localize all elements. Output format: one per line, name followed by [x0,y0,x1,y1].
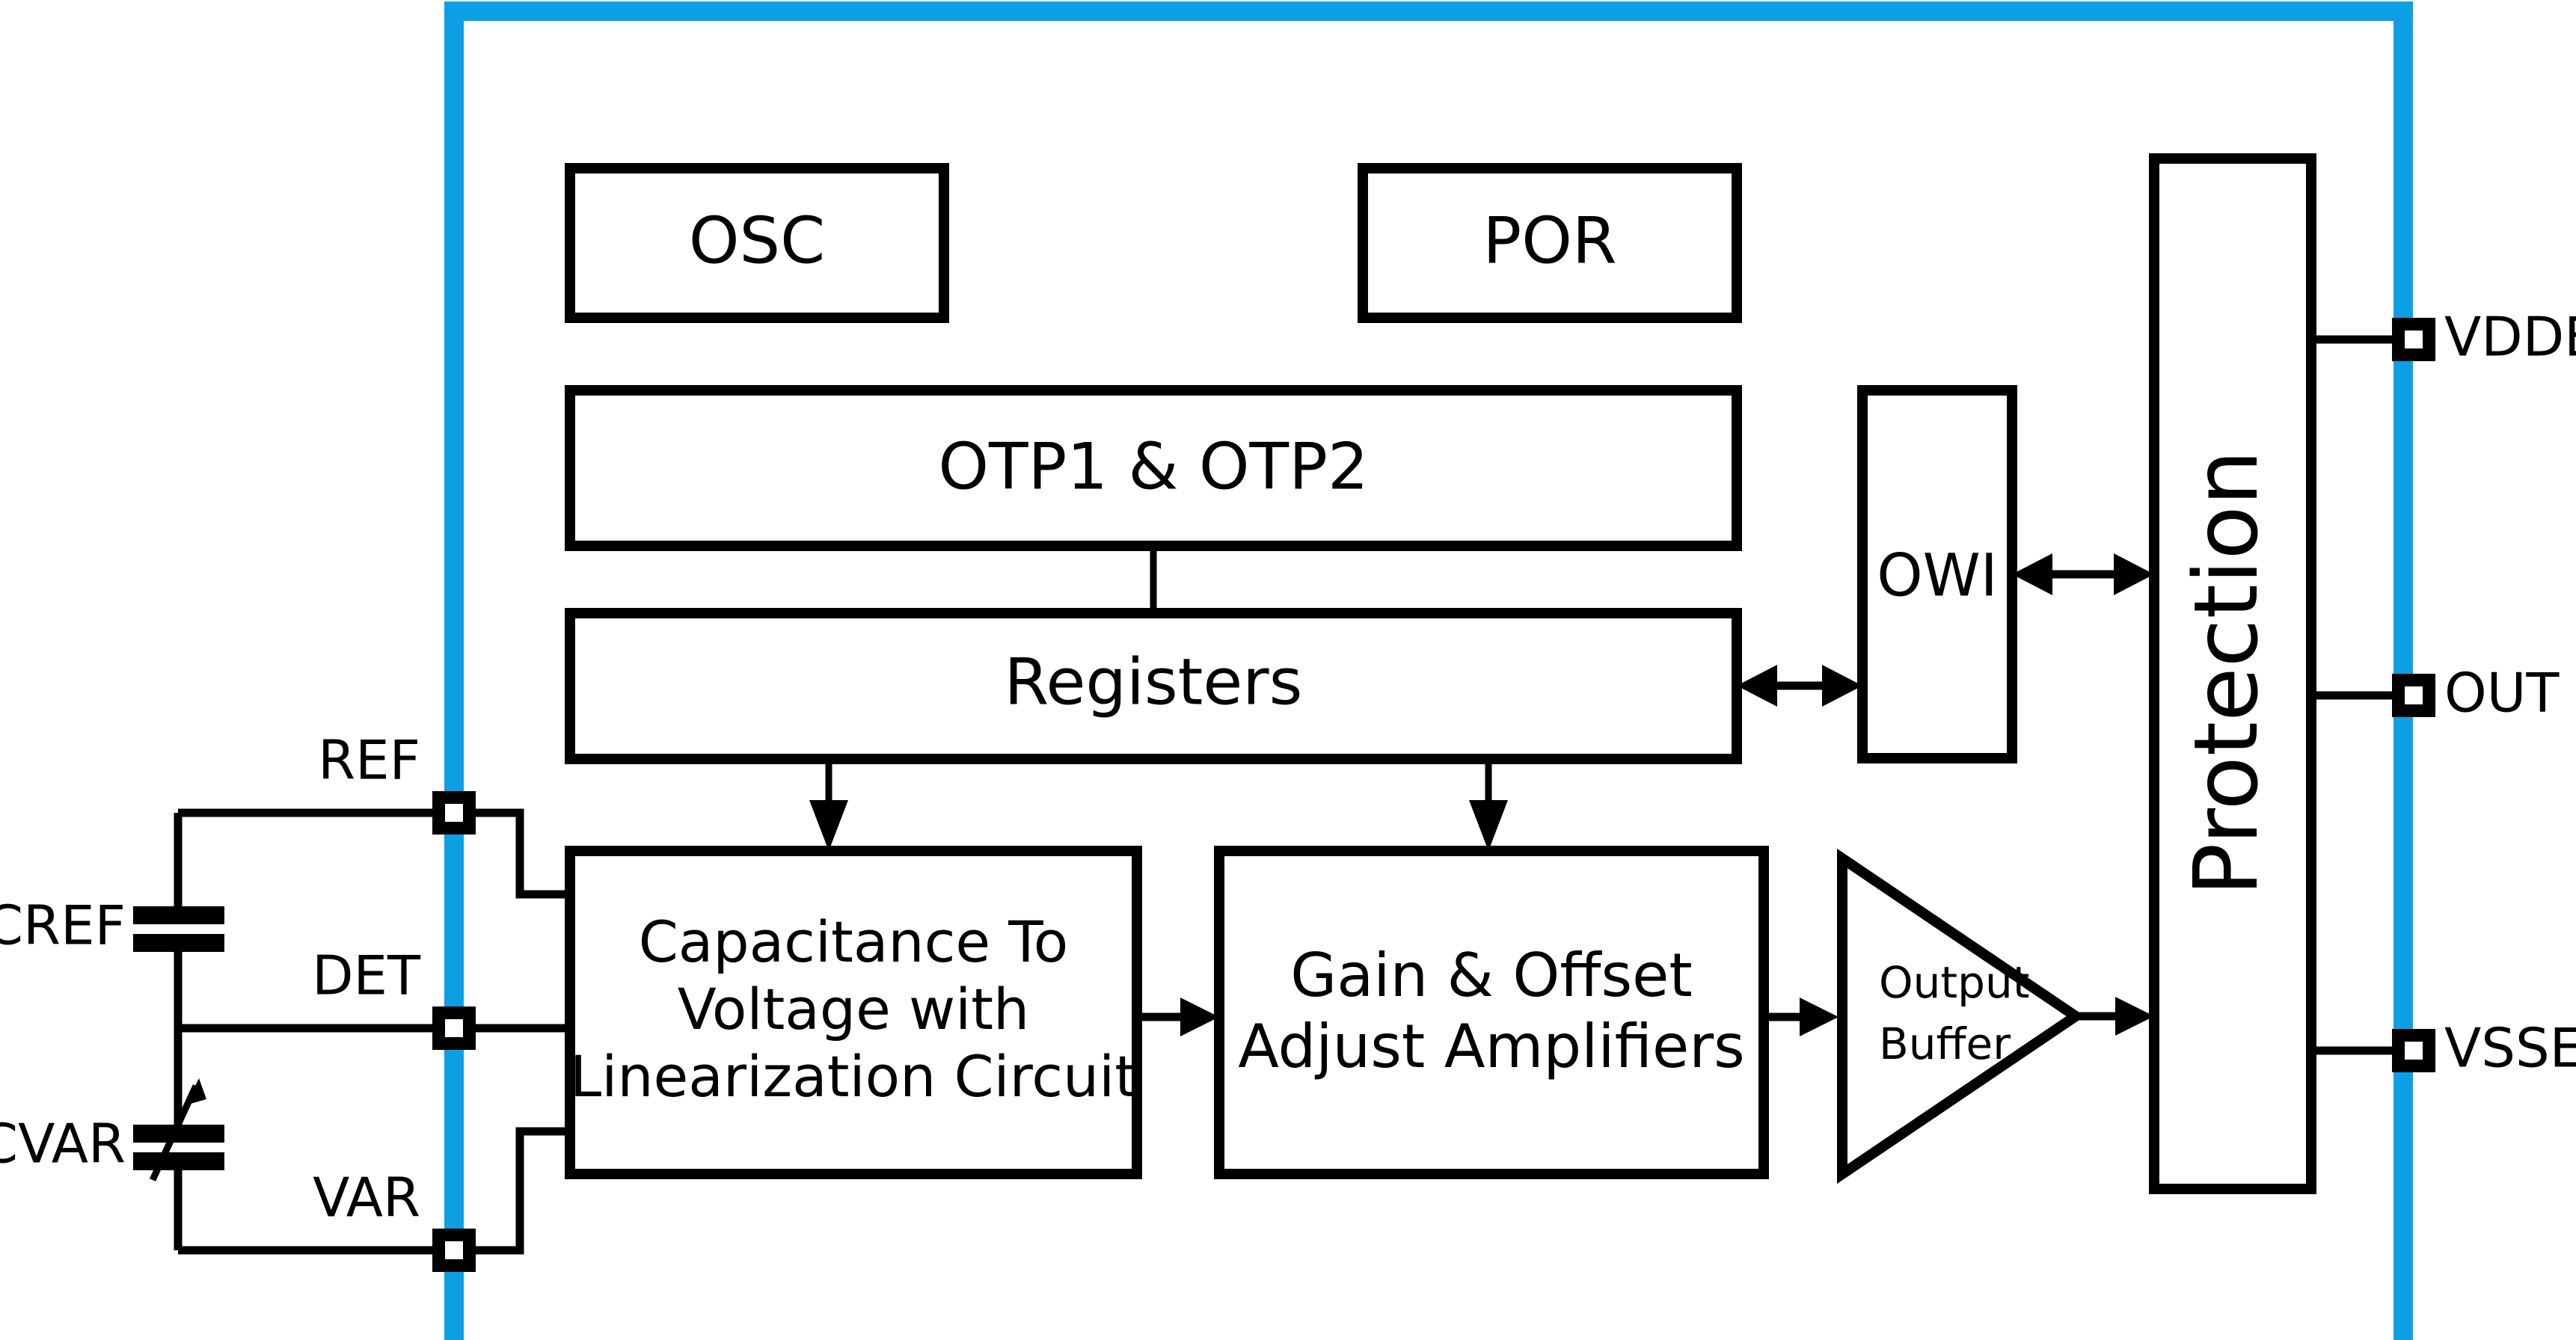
variable-capacitor-arrow [149,1078,206,1181]
block-osc-label: OSC [689,203,825,278]
registers-c2v-arrow [809,759,848,851]
pin-to-c2v-wires [476,808,570,1255]
cvar-label: CVAR [0,1113,126,1175]
external-network [133,808,438,1255]
cref-plate-top [133,906,224,924]
protection-to-pins-wires [2311,335,2396,1055]
gain-buffer-arrow [1764,998,1839,1036]
cref-label: CREF [0,894,126,957]
cref-plate-bottom [133,934,224,952]
pin-det[interactable] [432,1006,476,1050]
c2v-gain-arrow [1137,998,1219,1036]
pin-ref[interactable] [432,791,476,835]
block-c2v[interactable] [565,846,1142,1179]
block-output-buffer-label-1: Output [1879,957,2029,1008]
block-c2v-label-2: Voltage with [678,976,1029,1042]
block-otp-label: OTP1 & OTP2 [938,429,1368,504]
block-owi-label: OWI [1877,542,1998,609]
block-otp[interactable] [565,385,1742,551]
block-c2v-label-3: Linearization Circuit [570,1043,1137,1110]
block-registers-label: Registers [1005,645,1303,719]
pin-det-label: DET [312,944,421,1007]
block-por[interactable] [1358,163,1742,323]
pin-vdde[interactable] [2392,318,2435,361]
block-osc[interactable] [565,163,949,323]
cvar-plate-bottom [133,1152,224,1170]
block-por-label: POR [1482,203,1616,278]
pin-vdde-label: VDDE [2444,306,2576,369]
block-output-buffer[interactable] [1837,848,2085,1184]
block-protection-label: Protection [2174,450,2278,897]
pin-vsse[interactable] [2392,1029,2435,1072]
block-c2v-label-1: Capacitance To [639,909,1069,975]
buffer-protection-arrow [2076,997,2154,1036]
pin-vsse-label: VSSE [2444,1017,2576,1080]
block-gain[interactable] [1214,846,1769,1179]
block-gain-label-1: Gain & Offset [1290,941,1693,1010]
owi-protection-double-arrow [2012,553,2154,595]
block-registers[interactable] [565,608,1742,764]
pin-var[interactable] [432,1229,476,1272]
pin-ref-label: REF [318,729,420,792]
block-protection[interactable] [2149,153,2316,1194]
block-gain-label-2: Adjust Amplifiers [1238,1012,1745,1081]
registers-owi-double-arrow [1737,665,1862,707]
pin-out[interactable] [2392,674,2435,717]
registers-gain-arrow [1469,759,1508,851]
pin-var-label: VAR [313,1167,420,1229]
pin-out-label: OUT [2444,662,2560,725]
block-output-buffer-label-2: Buffer [1879,1018,2011,1069]
